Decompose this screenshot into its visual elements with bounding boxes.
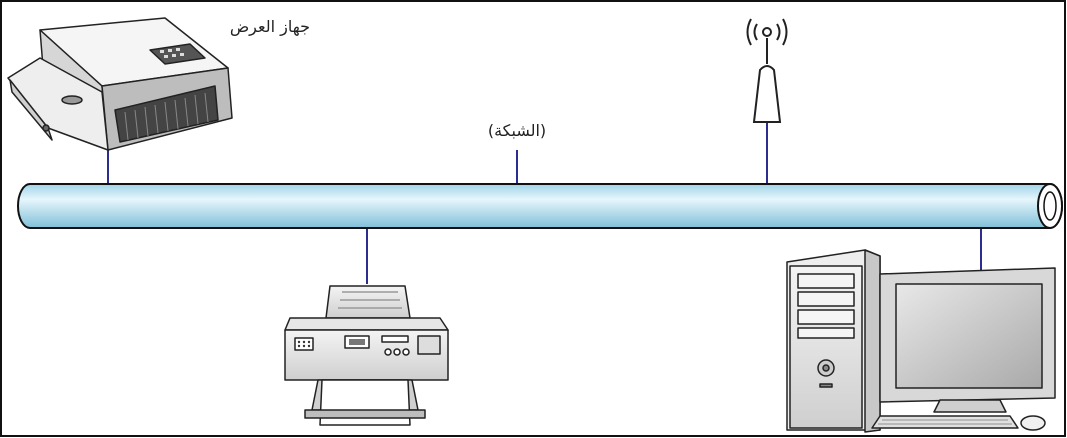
- network-label: (الشبكة): [488, 121, 546, 140]
- computer-icon: [786, 249, 1056, 433]
- connector-lines: [107, 120, 982, 284]
- projector-label: جهاز العرض: [230, 17, 310, 37]
- network-pipe: [17, 183, 1063, 229]
- printer-icon: [284, 285, 449, 426]
- antenna-icon: [746, 18, 788, 123]
- projector-icon: [7, 17, 233, 151]
